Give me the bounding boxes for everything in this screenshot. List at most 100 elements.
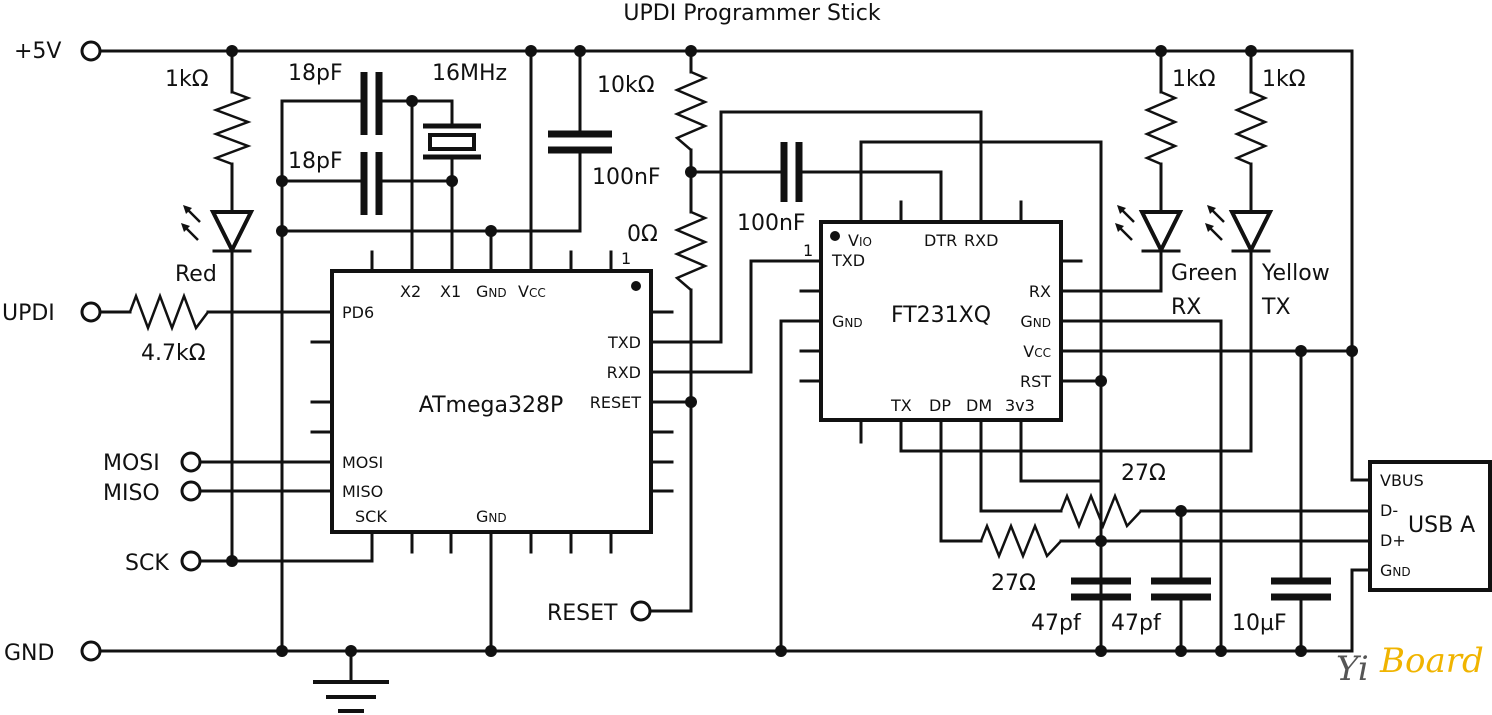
watermark-logo: Yi Board: [1336, 641, 1484, 689]
terminal-vcc-label: +5V: [14, 39, 61, 64]
led-green-sub: RX: [1171, 295, 1201, 320]
crystal-label: 16MHz: [432, 61, 507, 86]
ft231-pin-tx: TX: [890, 396, 912, 415]
r-dm-label: 27Ω: [1121, 461, 1166, 486]
atmega-body: [330, 269, 653, 534]
resistor-red-led-icon: [212, 90, 252, 166]
terminal-gnd-pad[interactable]: [80, 640, 102, 662]
atmega-pin-vcc: VCC: [518, 282, 546, 301]
vcc-rail: [98, 49, 1372, 482]
ft231-pin-vio: VIO: [848, 231, 872, 250]
terminal-gnd-label: GND: [4, 641, 54, 666]
junction-dots: [226, 45, 1358, 657]
r-10k-label: 10kΩ: [597, 73, 655, 98]
terminal-reset-label: RESET: [547, 601, 618, 626]
terminal-mosi[interactable]: MOSI: [103, 451, 202, 476]
ft231-pin-dm: DM: [966, 396, 992, 415]
r-updi-label: 4.7kΩ: [141, 341, 206, 366]
led-green-icon: [1138, 210, 1184, 255]
usb-a-connector[interactable]: VBUS D- D+ GND USB A: [1368, 460, 1492, 592]
watermark-part2: Board: [1379, 641, 1484, 681]
crystal-section: 18pF 18pF 16MHz 100nF: [280, 49, 661, 653]
resistor-dm-icon: [1059, 492, 1142, 530]
c-dtr-label: 100nF: [737, 211, 806, 236]
atmega-uart-wiring: [649, 110, 983, 404]
ft231-pin-vcc: VCC: [1023, 342, 1051, 361]
terminal-gnd[interactable]: GND: [4, 640, 102, 666]
ft231-pin-gnd-left: GND: [832, 312, 863, 331]
atmega-pin-rxd: RXD: [607, 363, 641, 382]
resistor-yellow-led-icon: [1233, 90, 1269, 166]
atmega328p-chip: 1 X2 X1 GND VCC PD6 MOSI MISO SCK TXD RX…: [310, 249, 674, 653]
atmega-pin-pd6: PD6: [342, 303, 374, 322]
ft231-name: FT231XQ: [891, 303, 991, 328]
green-led-branch: 1kΩ Green RX: [1115, 49, 1238, 320]
terminal-reset-pad[interactable]: [630, 600, 652, 622]
r-dp-label: 27Ω: [991, 571, 1036, 596]
resistor-updi-icon: [128, 292, 209, 332]
ft231-pin-txd: TXD: [831, 251, 865, 270]
terminal-reset[interactable]: RESET: [547, 600, 652, 626]
r-green-label: 1kΩ: [1172, 67, 1216, 92]
ft231xq-chip: 1 VIO DTR RXD TXD GND RX GND VCC RST TX …: [779, 140, 1103, 653]
terminal-miso[interactable]: MISO: [103, 480, 202, 506]
ft231-pin-3v3: 3v3: [1005, 396, 1035, 415]
usb-pin-vbus: VBUS: [1380, 471, 1424, 490]
ft231-pin1: 1: [803, 241, 813, 260]
terminal-miso-label: MISO: [103, 481, 160, 506]
atmega-pin-gnd-bottom: GND: [476, 507, 507, 526]
c-xtal2-label: 18pF: [288, 149, 343, 174]
schematic-title: UPDI Programmer Stick: [623, 1, 880, 26]
ft231-wiring: 27Ω 27Ω 47pf 47pf 10µF: [899, 249, 1372, 653]
c-vcc-label: 100nF: [592, 165, 661, 190]
resistor-10k-icon: [673, 70, 709, 151]
led-red-icon: [209, 210, 255, 255]
ft231-pin-dtr: DTR: [924, 231, 957, 250]
terminal-updi[interactable]: UPDI: [2, 301, 102, 326]
ft231-pin-rst: RST: [1020, 372, 1051, 391]
c-xtal1-label: 18pF: [288, 61, 343, 86]
resistor-0ohm-icon: [673, 210, 709, 291]
terminal-vcc[interactable]: +5V: [14, 39, 102, 64]
terminal-sck-label: SCK: [125, 551, 169, 576]
resistor-green-led-icon: [1143, 90, 1179, 166]
light-arrows-icon: [181, 205, 201, 241]
terminal-mosi-label: MOSI: [103, 451, 160, 476]
atmega-pin-x1: X1: [440, 282, 461, 301]
ft231-pin-rx: RX: [1029, 282, 1051, 301]
ft231-pin-rxd: RXD: [964, 231, 998, 250]
led-red-label: Red: [175, 262, 217, 287]
atmega-pin1: 1: [621, 249, 631, 268]
atmega-pin-gnd-top: GND: [476, 282, 507, 301]
usb-body: [1368, 460, 1492, 592]
updi-resistor: 4.7kΩ: [98, 292, 336, 366]
terminal-miso-pad[interactable]: [180, 480, 202, 502]
atmega-pin-sck: SCK: [355, 507, 387, 526]
led-yellow-icon: [1228, 210, 1274, 255]
usb-pin-dplus: D+: [1380, 531, 1406, 550]
pin1-marker-icon: [631, 281, 641, 291]
r-0ohm-label: 0Ω: [627, 222, 658, 247]
red-led-branch: 1kΩ Red: [165, 49, 255, 563]
usb-name: USB A: [1408, 513, 1475, 538]
yellow-led-branch: 1kΩ Yellow TX: [1205, 49, 1330, 320]
terminal-sck[interactable]: SCK: [125, 550, 202, 576]
terminal-sck-pad[interactable]: [180, 550, 202, 572]
watermark-part1: Yi: [1336, 649, 1369, 689]
terminal-mosi-pad[interactable]: [180, 451, 202, 473]
ft231-pin-gnd-right: GND: [1020, 312, 1051, 331]
ft231-pin1-marker-icon: [830, 231, 840, 241]
gnd-rail: [98, 568, 1372, 653]
atmega-pin-x2: X2: [400, 282, 421, 301]
r-yellow-label: 1kΩ: [1262, 67, 1306, 92]
terminal-vcc-pad[interactable]: [80, 40, 102, 62]
atmega-pin-txd: TXD: [607, 333, 641, 352]
usb-pin-dminus: D-: [1380, 501, 1398, 520]
light-arrows-icon: [1115, 205, 1135, 241]
r-red-led-label: 1kΩ: [165, 67, 209, 92]
atmega-pin-miso: MISO: [342, 482, 383, 501]
led-yellow-sub: TX: [1261, 295, 1291, 320]
terminal-updi-pad[interactable]: [80, 301, 102, 323]
led-green-label: Green: [1171, 261, 1238, 286]
